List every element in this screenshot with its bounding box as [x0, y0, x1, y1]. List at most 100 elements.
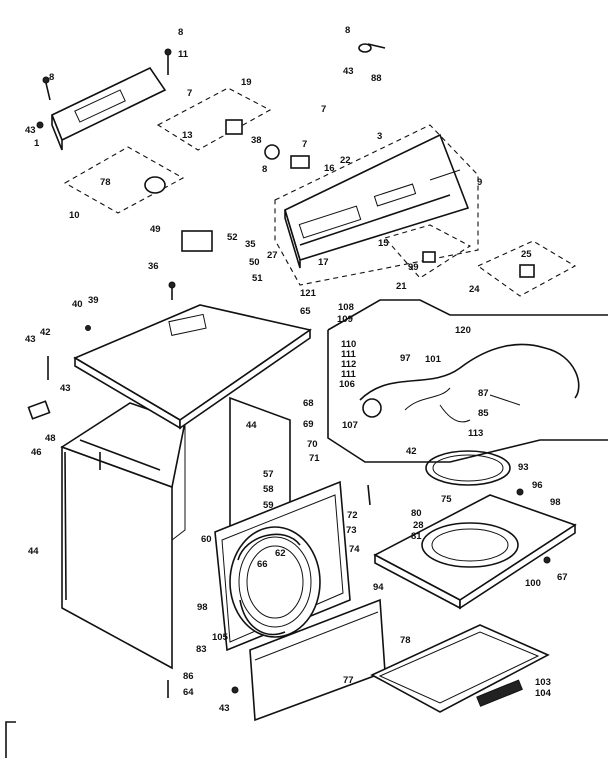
label: 111: [341, 349, 357, 360]
label: 104: [535, 688, 552, 699]
label: 7: [187, 88, 192, 99]
label: 36: [148, 261, 159, 272]
label: 73: [346, 525, 357, 536]
label: 49: [150, 224, 161, 235]
label: 9: [477, 177, 482, 188]
label: 85: [478, 408, 489, 419]
label: 50: [249, 257, 260, 268]
label: 43: [219, 703, 230, 714]
label: 3: [377, 131, 382, 142]
part-labels: 8 11 8 43 1 7 19 13 38 7 3 7 22 16 8 78 …: [25, 25, 568, 714]
label: 69: [303, 419, 314, 430]
top-panel: [73, 281, 312, 430]
label: 78: [100, 177, 111, 188]
label: 39: [88, 295, 99, 306]
label: 48: [45, 433, 56, 444]
label: 10: [69, 210, 80, 221]
lid: [373, 450, 577, 610]
label: 103: [535, 677, 551, 688]
label: 106: [339, 379, 355, 390]
label: 44: [246, 420, 257, 431]
label: 17: [318, 257, 329, 268]
console: [284, 133, 470, 269]
label: 19: [241, 77, 252, 88]
label: 8: [49, 72, 54, 83]
label: 110: [341, 339, 356, 350]
label: 62: [275, 548, 286, 559]
label: 57: [263, 469, 274, 480]
label: 121: [300, 288, 317, 299]
label: 13: [182, 130, 193, 141]
label: 64: [183, 687, 194, 698]
label: 113: [468, 428, 483, 439]
label: 8: [262, 164, 267, 175]
label: 99: [408, 262, 419, 273]
label: 51: [252, 273, 263, 284]
label: 105: [212, 632, 229, 643]
label: 70: [307, 439, 318, 450]
label: 112: [341, 359, 356, 370]
label: 42: [406, 446, 417, 457]
label: 24: [469, 284, 480, 295]
label: 21: [396, 281, 407, 292]
label: 60: [201, 534, 212, 545]
label: 120: [455, 325, 471, 336]
label: 43: [343, 66, 354, 77]
label: 7: [321, 104, 326, 115]
label: 72: [347, 510, 358, 521]
label: 11: [178, 49, 189, 60]
label: 107: [342, 420, 358, 431]
label: 81: [411, 531, 422, 542]
label: 78: [400, 635, 411, 646]
label: 97: [400, 353, 411, 364]
label: 35: [245, 239, 256, 250]
label: 93: [518, 462, 529, 473]
label: 87: [478, 388, 489, 399]
front-panel: [214, 480, 351, 652]
label: 59: [263, 500, 274, 511]
label: 68: [303, 398, 314, 409]
label: 71: [309, 453, 320, 464]
label: 74: [349, 544, 360, 555]
label: 98: [550, 497, 561, 508]
label: 7: [302, 139, 307, 150]
label: 109: [337, 314, 353, 325]
label: 111: [341, 369, 357, 380]
label: 101: [425, 354, 442, 365]
label: 83: [196, 644, 207, 655]
label: 100: [525, 578, 541, 589]
label: 16: [324, 163, 335, 174]
label: 52: [227, 232, 238, 243]
label: 46: [31, 447, 42, 458]
label: 98: [197, 602, 208, 613]
label: 88: [371, 73, 382, 84]
label: 8: [178, 27, 183, 38]
label: 80: [411, 508, 422, 519]
label: 77: [343, 675, 354, 686]
label: 43: [25, 334, 36, 345]
label: 96: [532, 480, 543, 491]
label: 8: [345, 25, 350, 36]
label: 1: [34, 138, 40, 149]
label: 27: [267, 250, 278, 261]
label: 42: [40, 327, 51, 338]
label: 40: [72, 299, 83, 310]
label: 43: [25, 125, 36, 136]
label: 65: [300, 306, 311, 317]
label: 43: [60, 383, 71, 394]
label: 75: [441, 494, 452, 505]
label: 58: [263, 484, 274, 495]
label: 22: [340, 155, 351, 166]
label: 25: [521, 249, 532, 260]
label: 108: [338, 302, 354, 313]
label: 94: [373, 582, 384, 593]
label: 38: [251, 135, 262, 146]
misc-parts: [27, 43, 551, 698]
label: 67: [557, 572, 568, 583]
label: 44: [28, 546, 39, 557]
wire-harness: [359, 343, 580, 423]
control-bracket: [36, 48, 172, 151]
label: 66: [257, 559, 268, 570]
label: 28: [413, 520, 424, 531]
